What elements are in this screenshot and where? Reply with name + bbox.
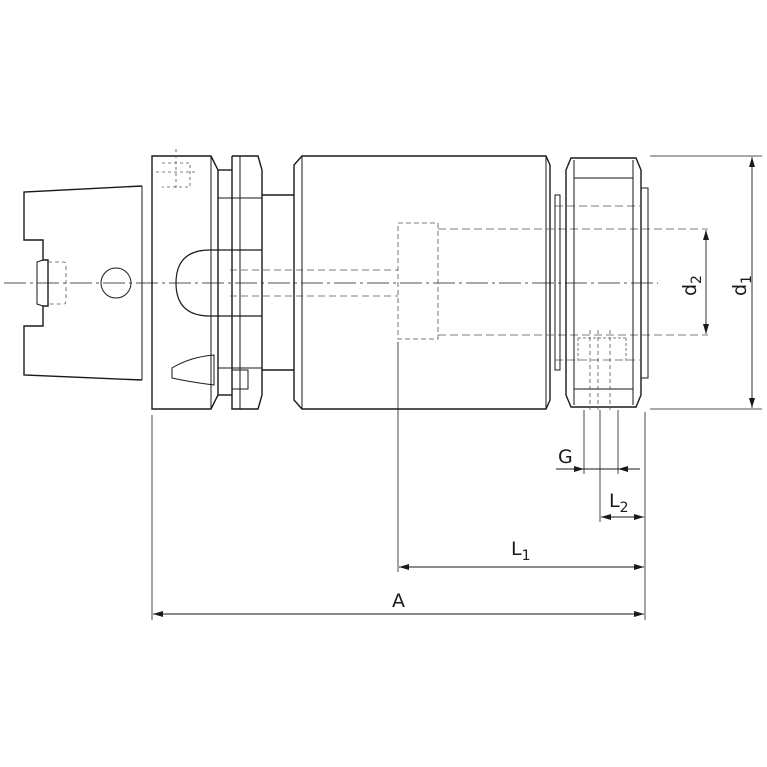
label-d2: d2 bbox=[679, 275, 705, 296]
neck bbox=[230, 194, 398, 371]
label-g: G bbox=[558, 446, 573, 468]
label-l1: L1 bbox=[511, 538, 531, 564]
collet-nut bbox=[554, 157, 649, 410]
taper-shank bbox=[23, 185, 143, 381]
label-a: A bbox=[392, 590, 405, 612]
label-l2: L2 bbox=[609, 490, 629, 516]
flange bbox=[100, 149, 219, 410]
extension-lines bbox=[151, 155, 762, 620]
main-body bbox=[293, 155, 708, 410]
dimension-lines bbox=[153, 157, 755, 617]
label-d1: d1 bbox=[729, 275, 755, 296]
v-flange bbox=[175, 155, 263, 410]
